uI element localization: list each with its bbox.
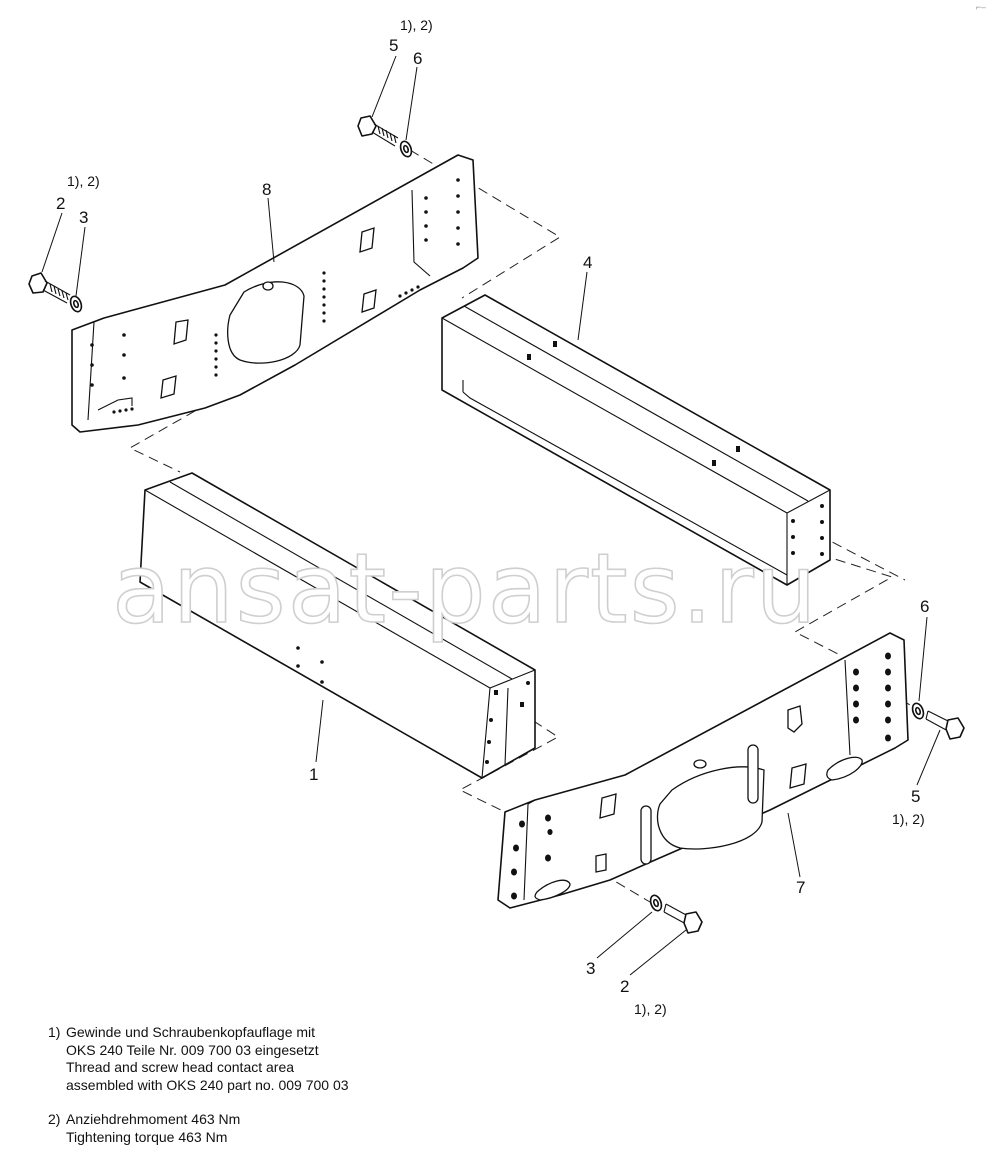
footnotes: 1) Gewinde und Schraubenkopfauflage mit … (48, 1024, 568, 1163)
callout-6-top: 6 (413, 49, 422, 68)
bolt-left (28, 272, 71, 304)
callout-note-ref-top: 1), 2) (400, 17, 433, 33)
footnote-line: OKS 240 Teile Nr. 009 700 03 eingesetzt (66, 1041, 319, 1058)
footnote-line: assembled with OKS 240 part no. 009 700 … (66, 1076, 349, 1093)
callout-3-bottom: 3 (586, 959, 595, 978)
washer-left (69, 295, 83, 313)
callout-2-left: 2 (56, 194, 65, 213)
footnote-1: 1) Gewinde und Schraubenkopfauflage mit … (48, 1024, 568, 1094)
washer-top (399, 140, 413, 158)
washer-bottom (649, 894, 663, 912)
washer-right (911, 702, 925, 720)
side-plate-upper (71, 154, 479, 433)
footnote-text: Anziehdrehmoment 463 Nm Tightening torqu… (66, 1111, 240, 1146)
watermark-text: ansat-parts.ru (112, 533, 819, 645)
corner-mark: ⌐– (975, 2, 986, 12)
footnote-2: 2) Anziehdrehmoment 463 Nm Tightening to… (48, 1111, 568, 1146)
callout-6-right: 6 (920, 597, 929, 616)
footnote-line: Gewinde und Schraubenkopfauflage mit (66, 1024, 316, 1040)
footnote-line: Tightening torque 463 Nm (66, 1128, 228, 1145)
footnote-number: 1) (48, 1024, 61, 1040)
callout-note-ref-right: 1), 2) (892, 811, 925, 827)
bolt-right (925, 710, 965, 740)
callout-2-bottom: 2 (620, 977, 629, 996)
side-plate-lower (497, 632, 909, 909)
footnote-line: Thread and screw head contact area (66, 1059, 295, 1075)
callout-1: 1 (309, 765, 318, 784)
callout-5-top: 5 (389, 36, 398, 55)
footnote-line: Anziehdrehmoment 463 Nm (66, 1111, 241, 1127)
bolt-bottom (663, 903, 703, 934)
bolt-top (357, 115, 399, 147)
callout-7: 7 (796, 878, 805, 897)
cross-member-lower (139, 472, 536, 779)
leader-lines (41, 55, 941, 976)
footnote-text: Gewinde und Schraubenkopfauflage mit OKS… (66, 1024, 349, 1094)
callout-8: 8 (262, 180, 271, 199)
footnote-number: 2) (48, 1111, 61, 1127)
callout-4: 4 (583, 253, 592, 272)
callout-note-ref-left: 1), 2) (67, 173, 100, 189)
cross-member-upper (441, 294, 831, 586)
callout-5-right: 5 (911, 787, 920, 806)
callout-3-left: 3 (79, 208, 88, 227)
callout-labels: 1), 2) 5 6 1), 2) 2 3 8 4 1 6 5 1), 2) 7… (56, 17, 929, 1017)
callout-note-ref-bottom: 1), 2) (634, 1001, 667, 1017)
